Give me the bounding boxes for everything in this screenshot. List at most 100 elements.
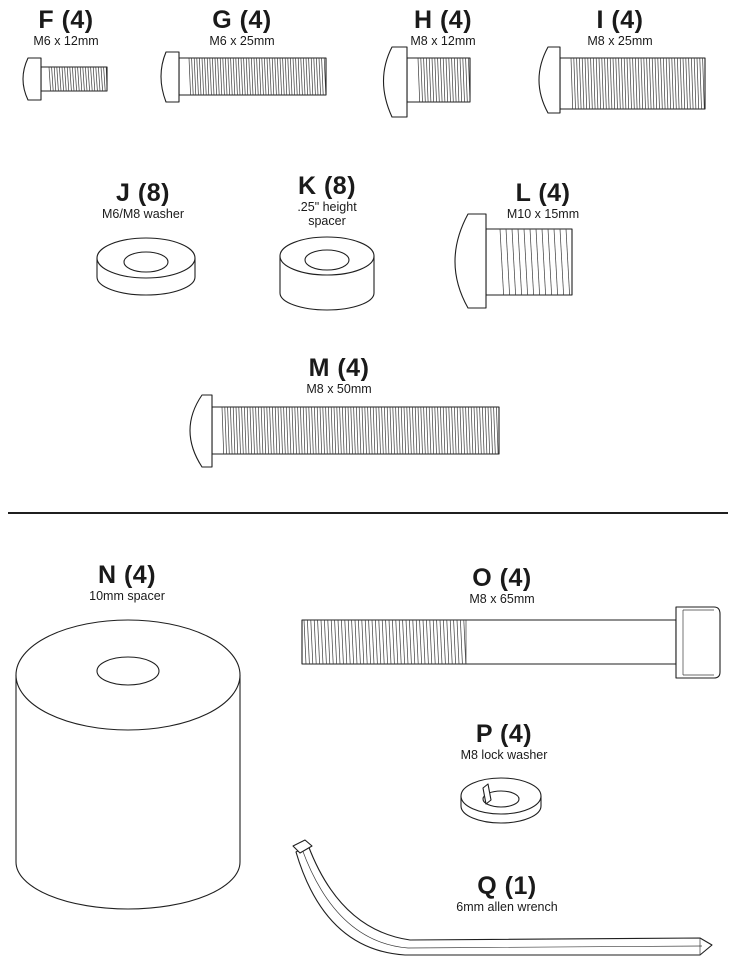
thread-line — [219, 57, 223, 96]
part-f-label: F (4) M6 x 12mm — [33, 6, 98, 49]
thread-line — [384, 406, 387, 455]
thread-line — [559, 228, 564, 296]
part-f-bolt — [22, 57, 108, 101]
thread-line — [303, 57, 306, 96]
thread-line — [637, 57, 641, 110]
thread-line — [227, 57, 230, 96]
thread-line — [371, 619, 375, 665]
thread-line — [290, 57, 293, 96]
thread-line — [419, 619, 422, 665]
part-o-screw — [301, 606, 721, 679]
thread-line — [499, 228, 504, 296]
thread-line — [230, 57, 233, 96]
thread-line — [313, 619, 317, 665]
thread-line — [593, 57, 596, 110]
part-l-desc: M10 x 15mm — [506, 207, 580, 221]
thread-line — [660, 57, 663, 110]
thread-line — [297, 406, 300, 455]
thread-pattern — [499, 228, 570, 296]
thread-line — [432, 619, 436, 665]
thread-line — [295, 57, 298, 96]
part-p-code: P (4) — [475, 720, 533, 748]
thread-line — [266, 406, 269, 455]
thread-line — [607, 57, 610, 110]
thread-line — [511, 228, 516, 296]
thread-line — [266, 57, 269, 96]
thread-line — [581, 57, 585, 110]
thread-line — [473, 406, 477, 455]
thread-line — [423, 57, 426, 103]
thread-line — [449, 619, 453, 665]
thread-line — [277, 57, 280, 96]
part-h-code: H (4) — [413, 6, 473, 34]
thread-line — [454, 57, 457, 103]
thread-line — [232, 57, 236, 96]
thread-line — [225, 57, 228, 96]
thread-line — [100, 66, 103, 92]
thread-line — [92, 66, 96, 92]
part-q-desc: 6mm allen wrench — [456, 900, 558, 914]
thread-line — [468, 406, 471, 455]
thread-line — [245, 57, 249, 96]
thread-line — [342, 406, 345, 455]
thread-line — [584, 57, 588, 110]
thread-pattern — [188, 57, 327, 96]
thread-line — [459, 57, 463, 103]
thread-line — [305, 406, 309, 455]
part-i-code: I (4) — [596, 6, 644, 34]
thread-line — [529, 228, 534, 296]
part-j-washer — [96, 237, 196, 296]
thread-line — [389, 406, 393, 455]
thread-line — [286, 406, 289, 455]
thread-line — [370, 406, 373, 455]
thread-line — [388, 619, 392, 665]
thread-pattern — [221, 406, 499, 455]
part-j-label: J (8) M6/M8 washer — [102, 179, 184, 222]
thread-line — [199, 57, 202, 96]
thread-line — [702, 57, 705, 110]
thread-line — [354, 619, 358, 665]
thread-line — [191, 57, 194, 96]
thread-line — [448, 57, 451, 103]
thread-line — [417, 57, 421, 103]
thread-line — [361, 406, 365, 455]
part-j-code: J (8) — [116, 179, 170, 207]
thread-line — [344, 619, 348, 665]
thread-line — [541, 228, 546, 296]
thread-line — [431, 406, 435, 455]
thread-line — [351, 619, 354, 665]
thread-line — [253, 57, 256, 96]
thread-line — [565, 228, 570, 296]
thread-line — [445, 406, 449, 455]
thread-line — [294, 406, 297, 455]
thread-line — [274, 57, 277, 96]
thread-line — [308, 406, 311, 455]
thread-line — [368, 619, 371, 665]
thread-line — [640, 57, 644, 110]
thread-line — [272, 406, 275, 455]
thread-line — [235, 406, 239, 455]
thread-line — [682, 57, 686, 110]
thread-line — [316, 406, 320, 455]
thread-line — [431, 57, 435, 103]
thread-line — [482, 406, 485, 455]
thread-line — [271, 57, 275, 96]
thread-line — [454, 406, 457, 455]
thread-line — [428, 406, 432, 455]
thread-line — [437, 406, 440, 455]
part-f-code: F (4) — [38, 6, 94, 34]
thread-line — [626, 57, 630, 110]
part-j-desc: M6/M8 washer — [102, 207, 184, 221]
thread-line — [274, 406, 278, 455]
thread-line — [443, 619, 446, 665]
thread-line — [330, 619, 334, 665]
thread-line — [484, 406, 488, 455]
thread-line — [696, 57, 700, 110]
thread-line — [95, 66, 98, 92]
thread-line — [395, 406, 398, 455]
thread-line — [98, 66, 101, 92]
thread-line — [576, 57, 579, 110]
thread-line — [249, 406, 253, 455]
thread-line — [459, 406, 463, 455]
thread-line — [446, 619, 450, 665]
